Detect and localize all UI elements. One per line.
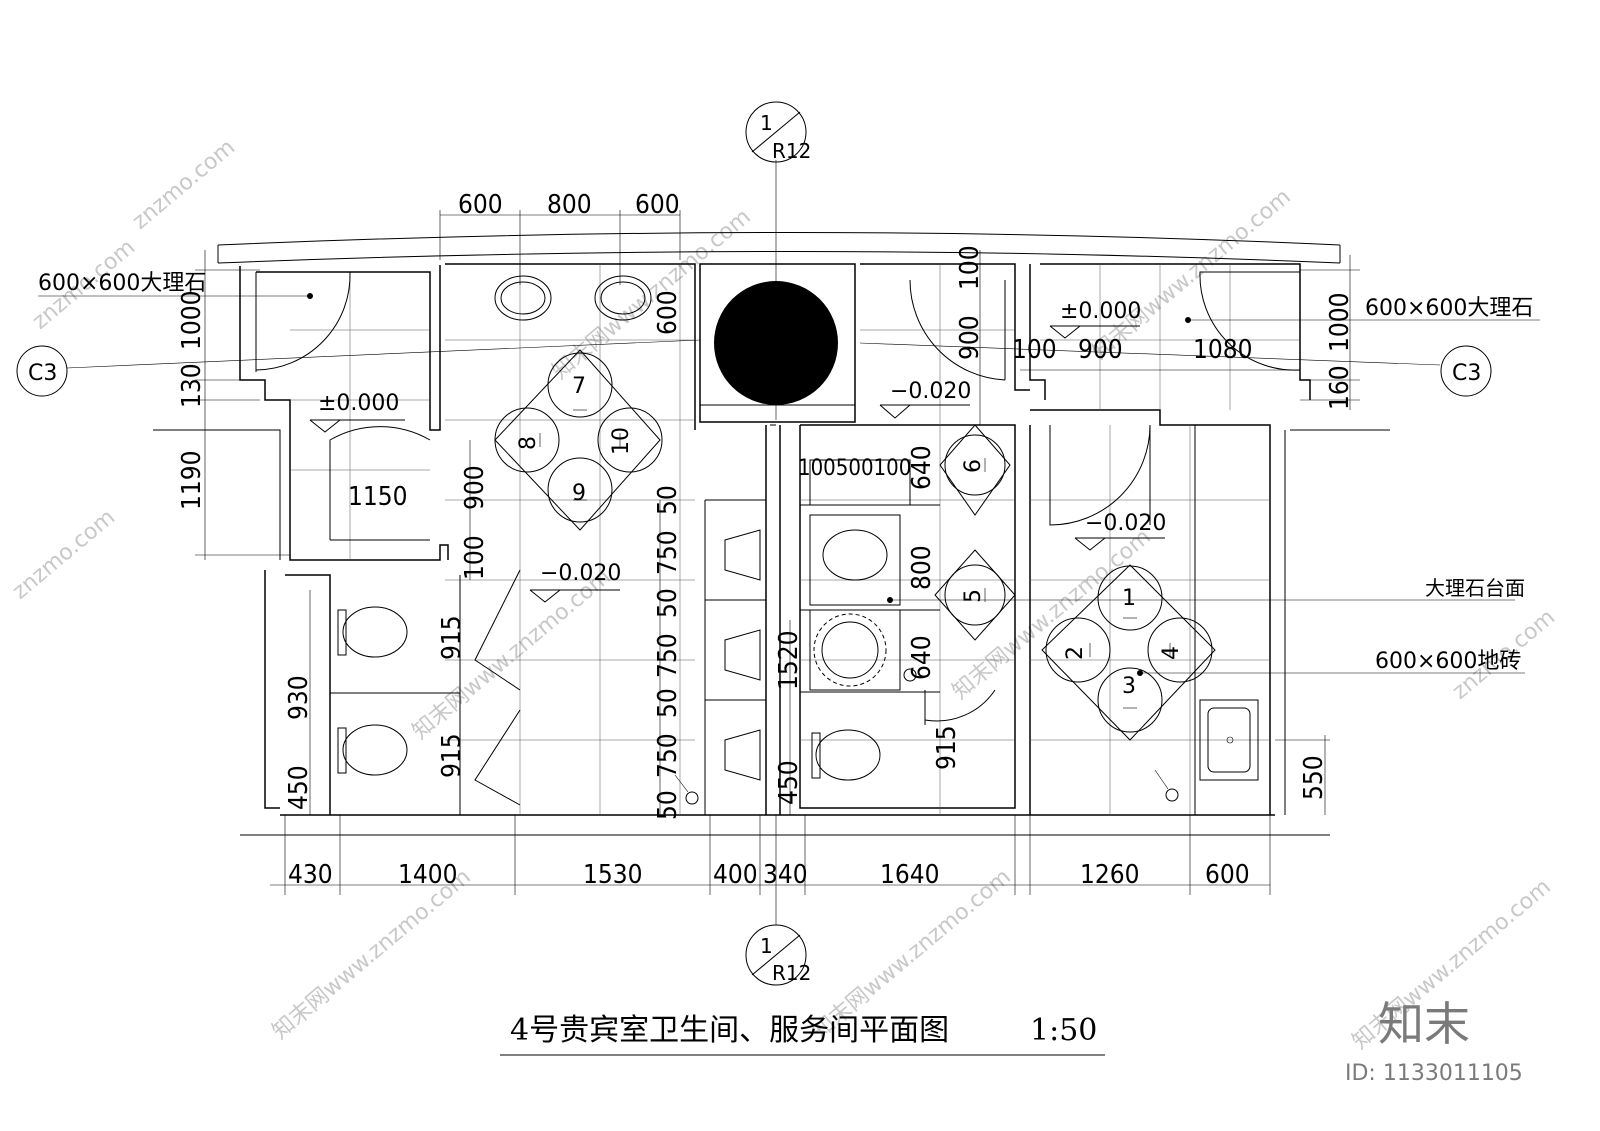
urinal-dim-50-3: 50 [653,688,683,718]
partitions [330,425,1196,815]
tile-pattern-right [1041,564,1216,741]
washbasins [494,275,1259,781]
section-top-sheet: R12 [772,139,811,163]
level-left-zero: ±0.000 [318,391,399,416]
brand-id: ID: 1133011105 [1345,1061,1523,1086]
inner-dim-930: 930 [284,675,314,720]
inner-dim-1520: 1520 [774,630,804,690]
section-marker-bottom: 1 R12 [745,815,811,986]
inner-dim-900-left: 900 [460,465,490,510]
tile-grid [290,264,1300,815]
tile-no-5: 5 [961,589,986,603]
bottom-dim-3: 1530 [583,860,643,890]
urinals [704,499,766,815]
urinal-dim-750-1: 750 [653,530,683,575]
tile-no-2: 2 [1063,646,1088,660]
inner-dim-900-mid: 900 [955,315,985,360]
watermark-8: 知末网www.znzmo.com [268,864,476,1044]
level-left-minus: −0.020 [540,561,621,586]
left-dim-1190: 1190 [177,450,207,510]
note-marble-counter: 大理石台面 [1425,576,1525,600]
elevation-marker-left: C3 [16,339,701,397]
level-mid-minus: −0.020 [890,379,971,404]
floor-drains [674,769,1179,805]
brand-logo: 知末 [1378,997,1470,1051]
urinal-dim-50-2: 50 [653,588,683,618]
inner-dim-600: 600 [653,290,683,335]
inner-dim-450-left: 450 [284,765,314,810]
top-dim-1: 600 [458,190,503,220]
bottom-dim-5: 340 [763,860,808,890]
elevation-marker-right: C3 [859,342,1492,397]
brand-mark: 知末 ID: 1133011105 [1345,997,1523,1086]
drawing-title: 4号贵宾室卫生间、服务间平面图 1:50 [500,1013,1105,1056]
right-dim-1000: 1000 [1325,292,1355,352]
tile-no-6: 6 [961,459,986,473]
section-top-number: 1 [760,111,773,135]
elevation-right-label: C3 [1452,361,1481,386]
inner-dim-640-b: 640 [907,635,937,680]
left-dim-1000: 1000 [177,290,207,350]
tile-pattern-mid [934,424,1016,641]
annotations: 600×600大理石 600×600大理石 大理石台面 600×600地砖 [38,271,1540,676]
right-dim-550: 550 [1299,755,1329,800]
inner-dim-450-mid: 450 [774,760,804,805]
section-marker-top: 1 R12 [745,101,811,420]
section-bottom-number: 1 [760,934,773,958]
inner-dim-100-mid: 100 [955,245,985,290]
urinal-dim-750-2: 750 [653,633,683,678]
inner-dim-1080: 1080 [1193,335,1253,365]
level-right-minus: −0.020 [1085,511,1166,536]
bottom-dim-1: 430 [288,860,333,890]
inner-dim-100500100: 100500100 [798,456,911,481]
doors [255,271,1301,806]
bottom-dim-2: 1400 [398,860,458,890]
top-dim-3: 600 [635,190,680,220]
tile-no-9: 9 [572,481,586,506]
right-dim-160: 160 [1325,365,1355,410]
level-right-zero: ±0.000 [1060,299,1141,324]
top-dim-2: 800 [547,190,592,220]
tile-no-8: 8 [516,436,541,450]
dimension-texts: 600 800 600 430 1400 1530 400 340 1640 1… [177,190,1355,890]
inner-dim-915-b: 915 [437,733,467,778]
tile-no-3: 3 [1122,674,1136,699]
note-marble-left: 600×600大理石 [38,271,206,296]
dimension-lines [195,210,1360,895]
bottom-dim-8: 600 [1205,860,1250,890]
curved-exterior-wall [217,232,1341,264]
urinal-dim-750-3: 750 [653,733,683,778]
watermark-5: znzmo.com [8,505,120,605]
inner-dim-915-c: 915 [932,725,962,770]
tile-no-10: 10 [609,427,634,455]
watermark-2: znzmo.com [128,135,240,235]
urinal-dim-50-1: 50 [653,485,683,515]
tile-no-1: 1 [1122,586,1136,611]
note-floor-tile: 600×600地砖 [1375,649,1521,674]
inner-dim-100-left: 100 [460,535,490,580]
inner-dim-100-right: 100 [1012,335,1057,365]
inner-dim-640-a: 640 [907,445,937,490]
tile-no-4: 4 [1159,646,1184,660]
inner-dim-1150: 1150 [348,482,408,512]
tile-no-7: 7 [572,374,586,399]
tile-numbers: 7 8 10 9 1 2 4 3 6 5 [516,374,1184,699]
bottom-dim-6: 1640 [880,860,940,890]
left-dim-130: 130 [177,363,207,408]
note-marble-right: 600×600大理石 [1365,296,1533,321]
tile-pattern-left [494,349,663,531]
bottom-dim-4: 400 [713,860,758,890]
level-markers: ±0.000 −0.020 −0.020 ±0.000 −0.020 [309,299,1166,603]
elevation-left-label: C3 [28,361,57,386]
inner-dim-900-right: 900 [1078,335,1123,365]
urinal-dim-50-4: 50 [653,790,683,820]
title-text: 4号贵宾室卫生间、服务间平面图 [510,1013,949,1048]
toilets [337,514,901,781]
scale-text: 1:50 [1030,1013,1097,1048]
section-bottom-sheet: R12 [772,961,811,985]
inner-dim-800: 800 [907,545,937,590]
inner-dim-915-a: 915 [437,615,467,660]
bottom-dim-7: 1260 [1080,860,1140,890]
